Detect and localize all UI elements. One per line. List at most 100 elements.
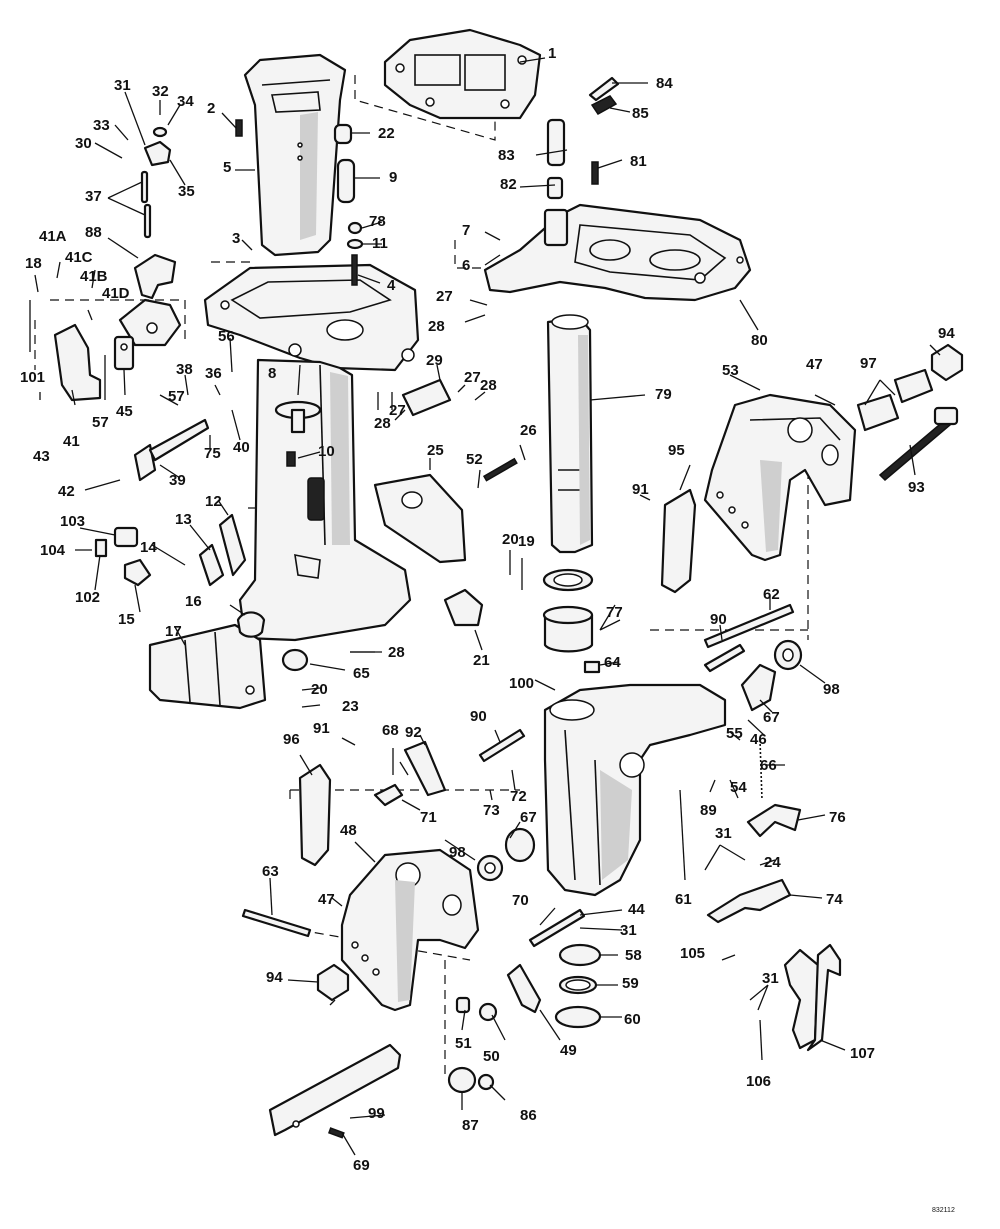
callout-43: 43 [33, 448, 50, 465]
callout-73: 73 [483, 802, 500, 819]
callout-2: 2 [207, 100, 215, 117]
callout-39: 39 [169, 472, 186, 489]
callout-4: 4 [387, 277, 396, 294]
callout-47: 47 [806, 356, 823, 373]
callout-101: 101 [20, 369, 45, 386]
callout-21: 21 [473, 652, 490, 669]
callout-60: 60 [624, 1011, 641, 1028]
part-1-gasket [383, 28, 542, 120]
callout-98: 98 [449, 844, 466, 861]
callout-24: 24 [764, 854, 781, 871]
callout-78: 78 [369, 213, 386, 230]
callout-95: 95 [668, 442, 685, 459]
callout-14: 14 [140, 539, 157, 556]
callout-45: 45 [116, 403, 133, 420]
callout-58: 58 [625, 947, 642, 964]
callout-63: 63 [262, 863, 279, 880]
callout-26: 26 [520, 422, 537, 439]
callout-5: 5 [223, 159, 231, 176]
callout-85: 85 [632, 105, 649, 122]
callout-99: 99 [368, 1105, 385, 1122]
callout-83: 83 [498, 147, 515, 164]
callout-20: 20 [311, 681, 328, 698]
callout-17: 17 [165, 623, 182, 640]
part-3-adapter-plate [203, 263, 420, 372]
callout-106: 106 [746, 1073, 771, 1090]
callout-28: 28 [374, 415, 391, 432]
part-midsection [238, 358, 412, 642]
callout-61: 61 [675, 891, 692, 908]
part-79-steering-tube [546, 314, 594, 554]
callout-52: 52 [466, 451, 483, 468]
callout-30: 30 [75, 135, 92, 152]
callout-90: 90 [470, 708, 487, 725]
callout-93: 93 [908, 479, 925, 496]
callout-67: 67 [520, 809, 537, 826]
callout-40: 40 [233, 439, 250, 456]
callout-56: 56 [218, 328, 235, 345]
callout-86: 86 [520, 1107, 537, 1124]
callout-46: 46 [750, 731, 767, 748]
callout-59: 59 [622, 975, 639, 992]
callout-104: 104 [40, 542, 66, 559]
callout-105: 105 [680, 945, 705, 962]
callout-6: 6 [462, 257, 470, 274]
callout-47: 47 [318, 891, 335, 908]
callout-27: 27 [436, 288, 453, 305]
callout-103: 103 [60, 513, 85, 530]
callout-1: 1 [548, 45, 556, 62]
callout-96: 96 [283, 731, 300, 748]
callout-84: 84 [656, 75, 673, 92]
callout-38: 38 [176, 361, 193, 378]
callout-80: 80 [751, 332, 768, 349]
callout-31: 31 [620, 922, 637, 939]
callout-64: 64 [604, 654, 621, 671]
callout-70: 70 [512, 892, 529, 909]
callout-42: 42 [58, 483, 75, 500]
callout-87: 87 [462, 1117, 479, 1134]
callout-100: 100 [509, 675, 534, 692]
part-5-exhaust-housing [243, 53, 347, 257]
callout-labels: 1234567891011121314151617181920202122232… [20, 45, 955, 1174]
callout-67: 67 [763, 709, 780, 726]
callout-18: 18 [25, 255, 42, 272]
callout-54: 54 [730, 779, 747, 796]
callout-75: 75 [204, 445, 221, 462]
part-107-clip [783, 943, 842, 1052]
callout-32: 32 [152, 83, 169, 100]
callout-7: 7 [462, 222, 470, 239]
callout-91: 91 [632, 481, 649, 498]
callout-11: 11 [372, 235, 388, 252]
callout-91: 91 [313, 720, 330, 737]
callout-65: 65 [353, 665, 370, 682]
callout-3: 3 [232, 230, 240, 247]
callout-74: 74 [826, 891, 843, 908]
callout-94: 94 [266, 969, 283, 986]
callout-8: 8 [268, 365, 276, 382]
callout-82: 82 [500, 176, 517, 193]
callout-34: 34 [177, 93, 194, 110]
callout-55: 55 [726, 725, 743, 742]
callout-92: 92 [405, 724, 422, 741]
callout-72: 72 [510, 788, 527, 805]
part-100-swivel-bracket [543, 683, 727, 897]
callout-9: 9 [389, 169, 397, 186]
callout-69: 69 [353, 1157, 370, 1174]
figure-code: 832112 [932, 1207, 955, 1214]
callout-90: 90 [710, 611, 727, 628]
callout-37: 37 [85, 188, 102, 205]
part-48-stern-bracket [340, 848, 480, 1012]
callout-94: 94 [938, 325, 955, 342]
callout-41a: 41A [39, 228, 67, 245]
callout-77: 77 [606, 604, 623, 621]
callout-20: 20 [502, 531, 519, 548]
part-80-steering-bracket [483, 203, 752, 302]
callout-71: 71 [420, 809, 437, 826]
callout-19: 19 [518, 533, 535, 550]
callout-13: 13 [175, 511, 192, 528]
callout-81: 81 [630, 153, 647, 170]
callout-22: 22 [378, 125, 395, 142]
callout-23: 23 [342, 698, 359, 715]
callout-57: 57 [92, 414, 109, 431]
